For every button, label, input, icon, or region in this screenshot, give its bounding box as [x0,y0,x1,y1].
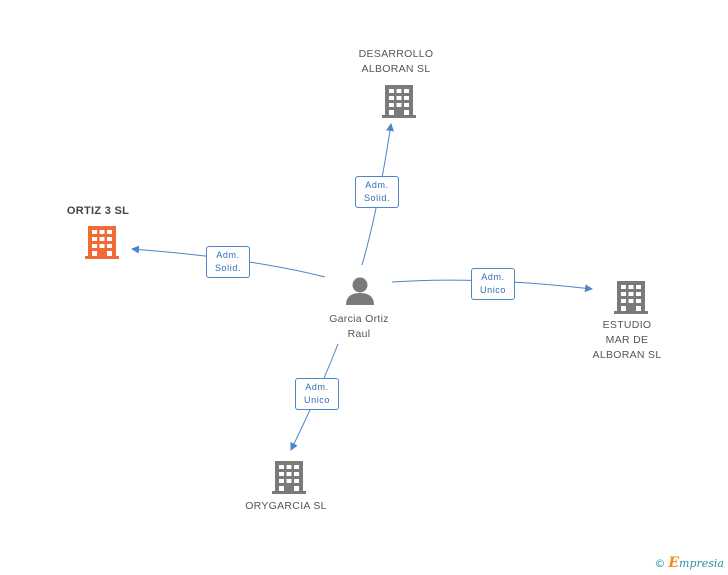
building-icon[interactable] [272,461,306,494]
building-icon[interactable] [85,226,119,259]
brand-logo-initial: E [668,555,680,571]
building-icon[interactable] [382,85,416,118]
copyright-symbol: © [654,557,666,570]
company-label-desarrollo-alboran[interactable]: DESARROLLO ALBORAN SL [358,48,434,75]
footer-brand[interactable]: ©Empresia [654,555,724,571]
company-label-ortiz-3[interactable]: ORTIZ 3 SL [66,205,130,217]
person-icon[interactable] [346,277,374,306]
edge-label-desarrollo: Adm. Solid. [355,176,399,208]
edge-label-ortiz3: Adm. Solid. [206,246,250,278]
edge-label-estudio: Adm. Unico [471,268,515,300]
brand-name: mpresia [679,557,724,570]
edge-label-orygarcia: Adm. Unico [295,378,339,410]
person-label[interactable]: Garcia Ortiz Raul [329,313,389,340]
company-label-orygarcia[interactable]: ORYGARCIA SL [245,500,327,512]
building-icon[interactable] [614,281,648,314]
company-label-estudio-mar-de-alboran[interactable]: ESTUDIO MAR DE ALBORAN SL [592,319,662,361]
